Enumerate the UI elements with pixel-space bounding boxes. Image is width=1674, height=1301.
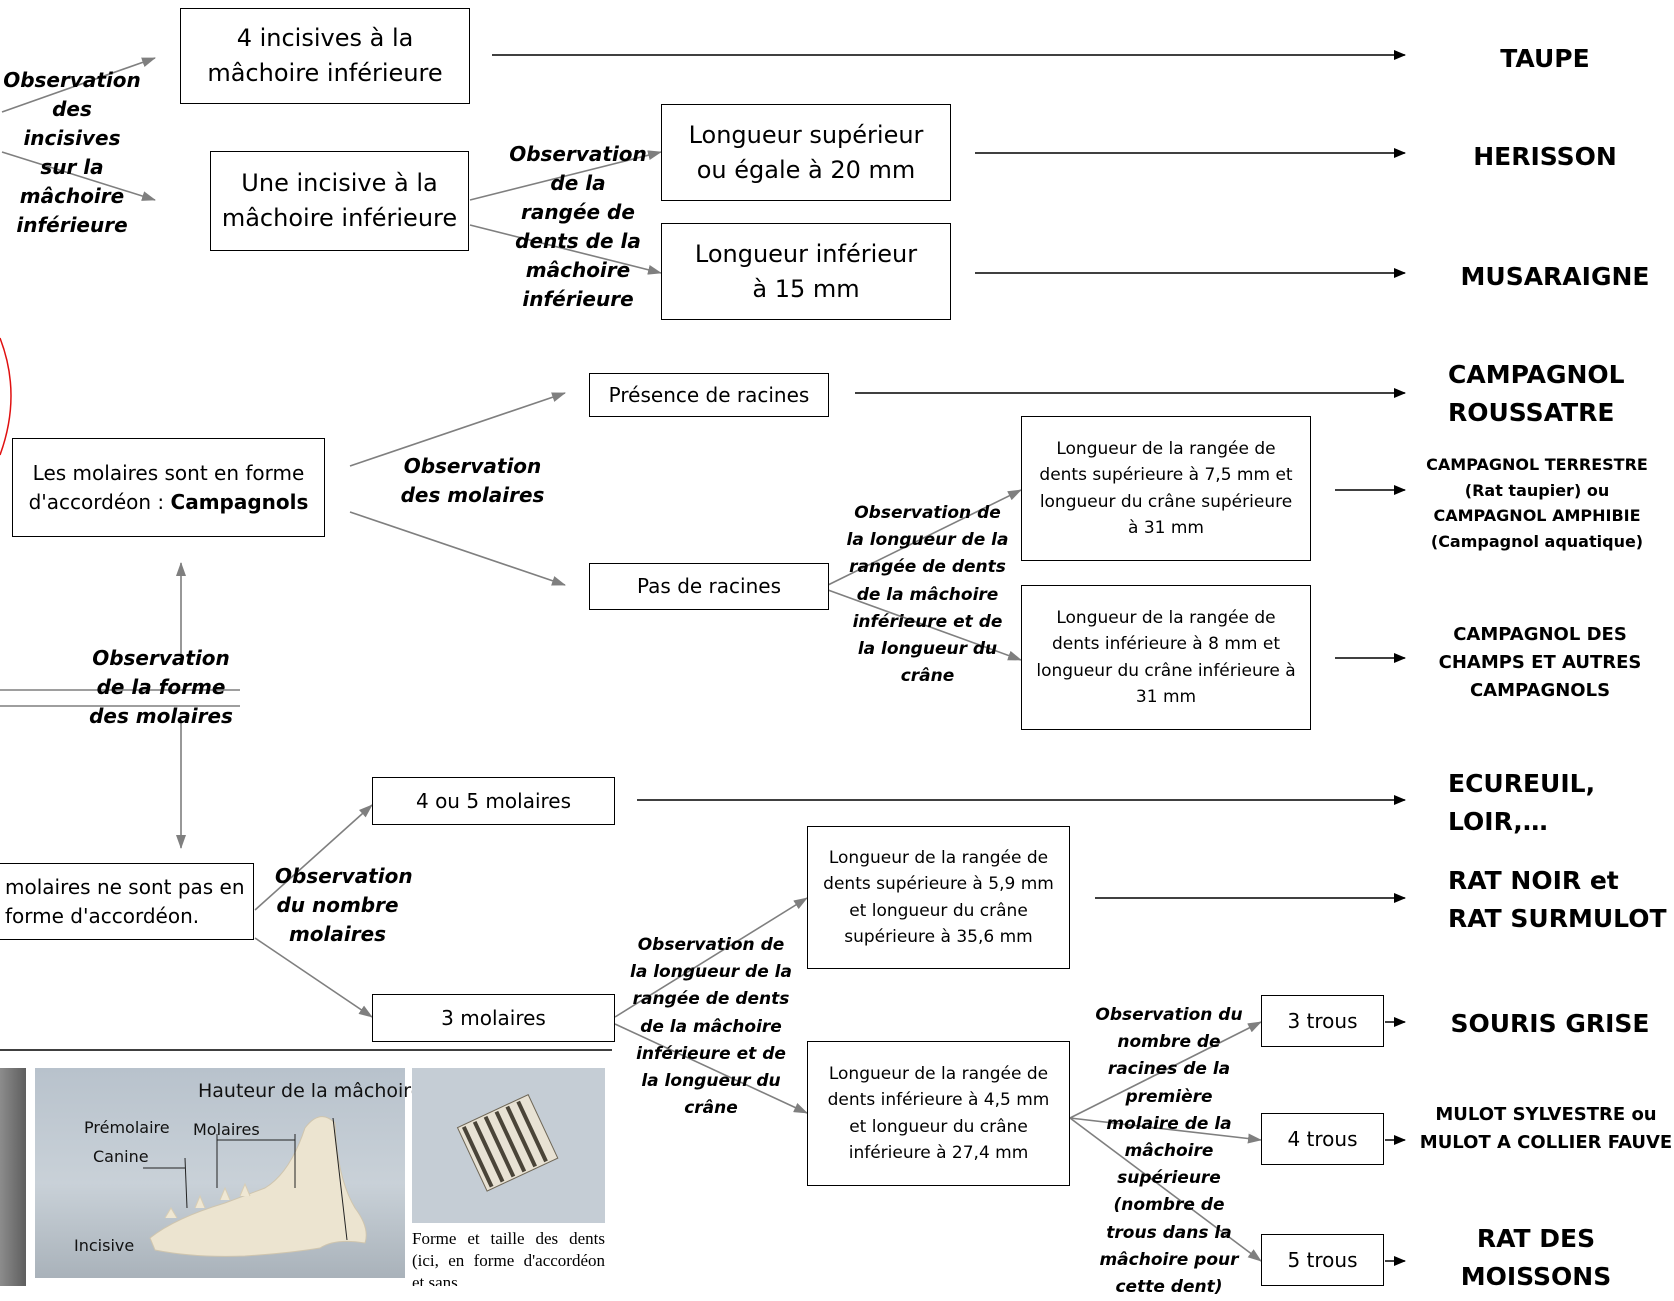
arrow-to-4-trous (1069, 1117, 1262, 1144)
box-5-trous: 5 trous (1261, 1234, 1384, 1286)
box-longueur-20: Longueur supérieur ou égale à 20 mm (661, 104, 951, 201)
box-rangee-8-text: Longueur de la rangée de dents inférieur… (1036, 607, 1296, 707)
arrow-to-presence-racines (349, 392, 566, 467)
result-rat-noir: RAT NOIR et RAT SURMULOT (1448, 866, 1667, 933)
red-circle-arc (0, 337, 12, 456)
box-rangee-45-text: Longueur de la rangée de dents inférieur… (827, 1063, 1050, 1163)
box-3-trous-text: 3 trous (1287, 1008, 1358, 1033)
arrow-to-rangee-59 (614, 897, 808, 1018)
photo-caption: Forme et taille des dents (ici, en forme… (412, 1229, 605, 1286)
arrow-to-rangee-45 (614, 1023, 808, 1114)
result-herisson: HERISSON (1473, 142, 1617, 171)
jaw-label-hauteur: Hauteur de la mâchoire (198, 1080, 423, 1102)
molar-drawing (456, 1093, 559, 1192)
result-rat-moissons: RAT DES MOISSONS (1460, 1224, 1612, 1291)
arrow-to-rangee-8 (827, 589, 1022, 661)
arrow-to-une-incisive (1, 151, 156, 201)
photo-molar (412, 1068, 605, 1223)
jaw-bone-drawing (143, 1116, 367, 1257)
box-une-incisive: Une incisive à la mâchoire inférieure (210, 151, 469, 251)
jaw-label-premolaire: Prémolaire (84, 1118, 170, 1137)
photo-jaw (35, 1068, 405, 1278)
arrow-to-longueur-15 (469, 224, 662, 275)
box-longueur-15: Longueur inférieur à 15 mm (661, 223, 951, 320)
box-4-5-molaires: 4 ou 5 molaires (372, 777, 615, 825)
obs-nombre-molaires: Observation du nombre molaires (275, 864, 413, 946)
box-rangee-45: Longueur de la rangée de dents inférieur… (807, 1041, 1070, 1186)
obs-racines: Observation du nombre de racines de la p… (1095, 1005, 1243, 1297)
photo-left-partial (0, 1068, 26, 1286)
box-rangee-59: Longueur de la rangée de dents supérieur… (807, 826, 1070, 969)
box-4-incisives-text: 4 incisives à la mâchoire inférieure (207, 24, 443, 87)
result-campagnol-champs: CAMPAGNOL DES CHAMPS ET AUTRES CAMPAGNOL… (1438, 624, 1642, 701)
obs-rangee-machoire: Observation de la rangée de dents de la … (509, 142, 647, 311)
box-rangee-75-text: Longueur de la rangée de dents supérieur… (1039, 438, 1293, 538)
box-presence-racines-text: Présence de racines (608, 382, 810, 407)
box-longueur-20-text: Longueur supérieur ou égale à 20 mm (688, 120, 924, 184)
arrow-to-5-trous (1069, 1117, 1262, 1262)
box-pas-racines: Pas de racines (589, 563, 829, 610)
arrow-to-4-5-molaires (254, 804, 373, 911)
box-3-molaires: 3 molaires (372, 994, 615, 1042)
result-campagnol-terrestre: CAMPAGNOL TERRESTRE (Rat taupier) ou CAM… (1426, 455, 1648, 551)
arrow-to-pas-racines (349, 511, 566, 586)
box-4-trous-text: 4 trous (1287, 1126, 1358, 1151)
jaw-label-incisive: Incisive (74, 1236, 135, 1255)
arrow-to-longueur-20 (469, 150, 662, 201)
result-taupe: TAUPE (1500, 44, 1590, 73)
box-3-molaires-text: 3 molaires (441, 1005, 546, 1030)
arrow-to-3-trous (1069, 1021, 1262, 1119)
box-longueur-15-text: Longueur inférieur à 15 mm (694, 239, 918, 303)
box-non-accordeon: molaires ne sont pas en forme d'accordéo… (0, 863, 254, 940)
campagnols-bold: Campagnols (170, 489, 309, 514)
result-musaraigne: MUSARAIGNE (1460, 262, 1650, 291)
box-campagnols: Les molaires sont en forme d'accordéon :… (12, 438, 325, 537)
box-rangee-8: Longueur de la rangée de dents inférieur… (1021, 585, 1311, 730)
obs-longueur-campagnols: Observation de la longueur de la rangée … (846, 503, 1009, 687)
obs-molaires: Observation des molaires (400, 454, 545, 507)
box-non-accordeon-text: molaires ne sont pas en forme d'accordéo… (5, 874, 245, 928)
box-4-5-molaires-text: 4 ou 5 molaires (415, 788, 572, 813)
jaw-label-molaires: Molaires (193, 1120, 260, 1139)
result-mulot: MULOT SYLVESTRE ou MULOT A COLLIER FAUVE (1419, 1104, 1673, 1153)
box-campagnols-text: Les molaires sont en forme d'accordéon :… (13, 459, 324, 517)
box-4-incisives: 4 incisives à la mâchoire inférieure (180, 8, 470, 104)
result-ecureuil: ECUREUIL, LOIR,… (1448, 769, 1596, 836)
result-campagnol-roussatre: CAMPAGNOL ROUSSATRE (1448, 360, 1625, 427)
box-une-incisive-text: Une incisive à la mâchoire inférieure (221, 169, 458, 232)
arrow-to-rangee-75 (827, 489, 1022, 586)
box-3-trous: 3 trous (1261, 995, 1384, 1047)
obs-incisives: Observation des incisives sur la mâchoir… (3, 68, 141, 237)
jaw-label-canine: Canine (93, 1147, 149, 1166)
arrow-to-4-incisives (1, 57, 156, 113)
obs-longueur-rats: Observation de la longueur de la rangée … (630, 935, 792, 1119)
box-pas-racines-text: Pas de racines (637, 574, 781, 598)
box-rangee-75: Longueur de la rangée de dents supérieur… (1021, 416, 1311, 561)
result-souris-grise: SOURIS GRISE (1450, 1009, 1650, 1038)
obs-forme-molaires: Observation de la forme des molaires (89, 646, 233, 728)
box-presence-racines: Présence de racines (589, 373, 829, 417)
box-4-trous: 4 trous (1261, 1113, 1384, 1165)
arrow-to-3-molaires (254, 937, 373, 1018)
box-5-trous-text: 5 trous (1287, 1247, 1358, 1272)
campagnols-description: Les molaires sont en forme d'accordéon : (28, 460, 305, 514)
box-rangee-59-text: Longueur de la rangée de dents supérieur… (823, 847, 1054, 947)
